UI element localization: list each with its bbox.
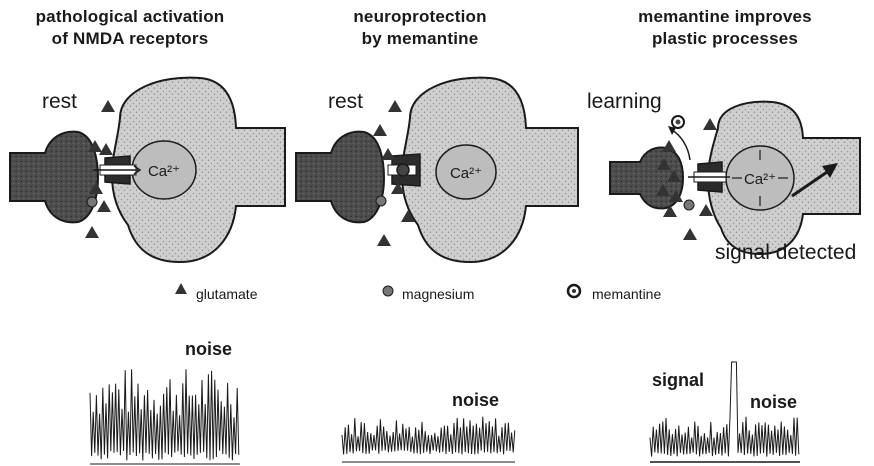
triangle-icon (175, 283, 187, 294)
panel-2-presynaptic-terminal (296, 132, 384, 223)
legend-label-magnesium: magnesium (402, 285, 474, 303)
legend-label-memantine: memantine (592, 285, 661, 303)
legend-item-magnesium: magnesium (402, 285, 474, 303)
panel-1-state-label: rest (42, 90, 77, 114)
legend-item-glutamate: glutamate (196, 285, 257, 303)
panel-2-memantine-block (397, 164, 409, 176)
panel-1-ion-label: Ca²⁺ (148, 163, 180, 180)
panel-2-magnesium-ion (376, 196, 386, 206)
trace-1-noise (90, 369, 239, 460)
panel-1-presynaptic-terminal (10, 132, 98, 223)
panel-3-synapse (610, 102, 860, 254)
panel-3-state-label: learning (587, 90, 662, 114)
panel-3-magnesium-ion (684, 200, 694, 210)
panel-2-ion-label: Ca²⁺ (450, 165, 482, 182)
trace-2-noise-label: noise (452, 390, 499, 410)
trace-1-noise-label: noise (185, 339, 232, 359)
legend-item-memantine: memantine (592, 285, 661, 303)
legend-label-glutamate: glutamate (196, 285, 257, 303)
filled-circle-icon (383, 286, 393, 296)
trace-3-noise-label: noise (750, 392, 797, 412)
panel-1-magnesium-ion (87, 197, 97, 207)
trace-2-noise (342, 417, 515, 455)
panel-3-ion-label: Ca²⁺ (744, 171, 776, 188)
panel-2-state-label: rest (328, 90, 363, 114)
trace-3-signal-label: signal (652, 370, 704, 390)
panel-3-outcome-label: signal detected (715, 241, 856, 265)
